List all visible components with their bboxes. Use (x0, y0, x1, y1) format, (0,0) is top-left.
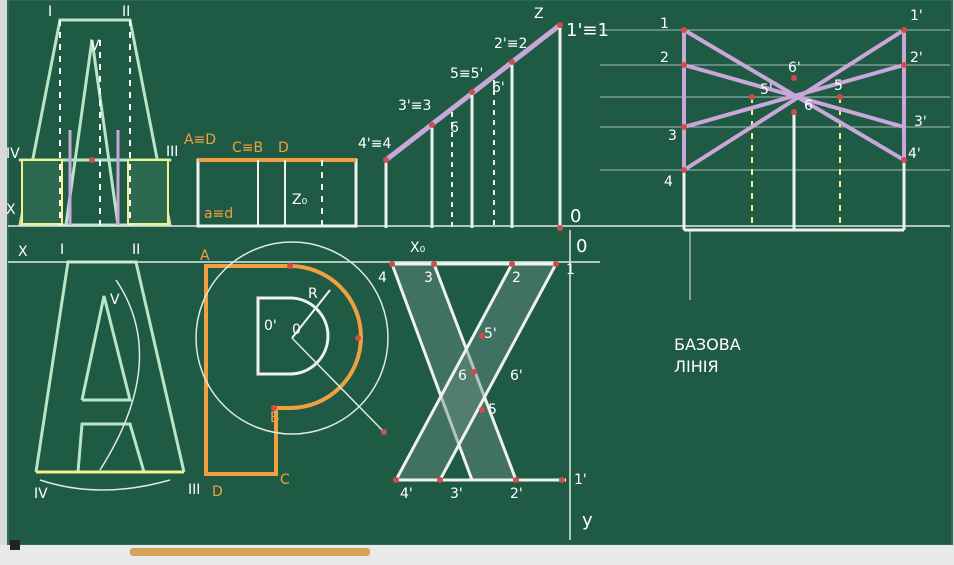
bottom-p-plan (195, 241, 389, 476)
label-6p-bottom: 6' (510, 368, 523, 384)
label-3p-bottom: 3' (450, 486, 463, 502)
label-A: A (200, 248, 210, 264)
top-left-shaded-left (21, 159, 63, 225)
label-5-eq-5p: 5≡5' (450, 66, 483, 82)
label-2p-eq-2: 2'≡2 (494, 36, 527, 52)
label-III-bottom: III (188, 482, 200, 498)
label-1p-right: 1' (910, 8, 923, 24)
label-6-right: 6 (804, 98, 813, 114)
wooden-ruler (130, 548, 370, 556)
label-6: 6 (450, 120, 459, 136)
label-6p: 6' (492, 80, 505, 96)
label-IV-bottom: IV (34, 486, 48, 502)
label-X-bottom: X (18, 244, 28, 260)
label-4-bottom: 4 (378, 270, 387, 286)
bottom-x-labels: X₀ 0 4 3 2 1 4' 3' 2' 1' 5' 6 6' 5 y (378, 236, 593, 531)
top-middle-labels: A≡D C≡B D a≡d Z₀ (184, 132, 308, 222)
label-R: R (308, 286, 318, 302)
label-1p-eq-1: 1'≡1 (566, 20, 609, 41)
label-y-axis: y (582, 510, 593, 531)
label-X-top: X (6, 202, 16, 218)
label-B: B (270, 410, 280, 426)
label-0-bottom: 0 (576, 236, 587, 257)
label-5-right: 5' (760, 82, 773, 98)
label-D: D (212, 484, 223, 500)
label-c-eq-b: C≡B (232, 140, 263, 156)
label-1-bottom: 1 (566, 262, 575, 278)
label-6p-right: 6' (788, 60, 801, 76)
top-left-hidden-lines (59, 20, 131, 225)
label-2p-bottom: 2' (510, 486, 523, 502)
label-I-top: I (48, 4, 52, 20)
label-V-top: V (90, 38, 100, 54)
label-3p-eq-3: 3'≡3 (398, 98, 431, 114)
base-line-word-1: БАЗОВА (674, 335, 741, 354)
top-left-labels: I II V IV III X (6, 4, 178, 218)
bottom-a-labels: X I II V IV III (18, 242, 200, 502)
label-5-bottom: 5 (488, 402, 497, 418)
label-1-right: 1 (660, 16, 669, 32)
label-2-bottom: 2 (512, 270, 521, 286)
label-6-bottom: 6 (458, 368, 467, 384)
bottom-p-labels: A B C D R 0' 0 (200, 248, 318, 500)
label-O-prime: 0' (264, 318, 277, 334)
label-3p-right: 3' (914, 114, 927, 130)
top-left-shaded-right (127, 159, 169, 225)
label-I-bottom: I (60, 242, 64, 258)
label-z0: Z₀ (292, 192, 308, 208)
label-1p-bottom: 1' (574, 472, 587, 488)
chalkboard-surface (8, 0, 952, 545)
label-II-top: II (122, 4, 130, 20)
far-right-x-frontal (600, 27, 950, 232)
label-III-top: III (166, 144, 178, 160)
top-left-purple-lines (68, 130, 120, 225)
label-5p-right: 5 (834, 78, 843, 94)
label-2p-right: 2' (910, 50, 923, 66)
bottom-x-plan (389, 261, 566, 483)
label-0-top: 0 (570, 206, 581, 227)
top-x-profile (383, 22, 563, 231)
top-x-labels: Z 1'≡1 2'≡2 5≡5' 3'≡3 4'≡4 6 6' 0 (358, 6, 609, 227)
label-3-bottom: 3 (424, 270, 433, 286)
base-line-word-2: ЛІНІЯ (674, 357, 719, 376)
far-right-labels: 1 2 3 4 1' 2' 3' 4' 5' 5 6' 6 (660, 8, 927, 190)
label-4p-bottom: 4' (400, 486, 413, 502)
top-left-center-dot (89, 157, 95, 163)
label-2-right: 2 (660, 50, 669, 66)
label-X0: X₀ (410, 240, 426, 256)
top-middle-profile (196, 158, 358, 228)
label-3-right: 3 (668, 128, 677, 144)
base-line-caption: БАЗОВА ЛІНІЯ (674, 335, 741, 376)
label-C: C (280, 472, 290, 488)
label-a-eq-d-small: a≡d (204, 206, 233, 222)
label-4p-right: 4' (908, 146, 921, 162)
label-a-eq-d: A≡D (184, 132, 216, 148)
label-O: 0 (292, 322, 301, 338)
label-5p-bottom: 5' (484, 326, 497, 342)
label-z: Z (534, 6, 544, 22)
label-IV-top: IV (6, 146, 20, 162)
label-II-bottom: II (132, 242, 140, 258)
board-corner-clip (10, 540, 20, 550)
label-V-bottom: V (110, 292, 120, 308)
label-d: D (278, 140, 289, 156)
label-4-right: 4 (664, 174, 673, 190)
label-4p-eq-4: 4'≡4 (358, 136, 391, 152)
